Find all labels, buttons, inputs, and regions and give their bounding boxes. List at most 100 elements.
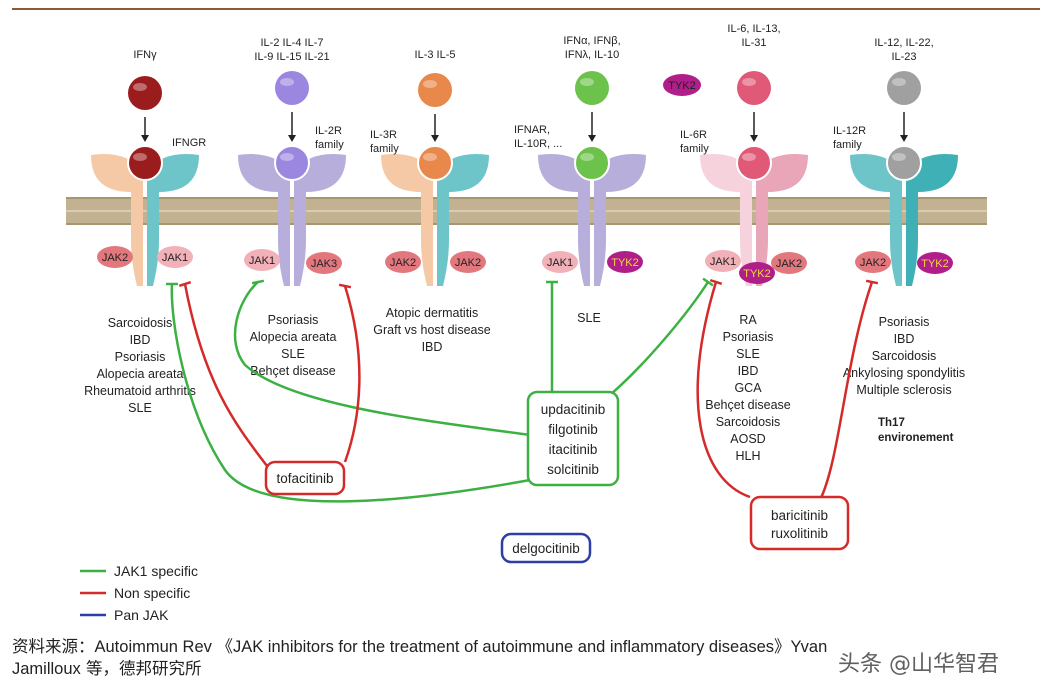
arrow-head (588, 135, 596, 142)
bound-ligand (736, 145, 772, 181)
receptor-chain-left (700, 154, 752, 286)
link-tofacitinib-to-jak1 (178, 281, 271, 471)
ligand-highlight (742, 78, 756, 86)
source-citation: 资料来源：Autoimmun Rev 《JAK inhibitors for t… (12, 636, 1042, 680)
inhibition-bar (251, 279, 265, 285)
ligand-highlight (742, 153, 756, 161)
cell-membrane (66, 197, 987, 225)
jak-label: JAK2 (455, 257, 481, 269)
link-baricitinib-to-jak2 (818, 279, 879, 501)
inhibition-line (818, 281, 874, 501)
ligand-label: IFNα, IFNβ,IFNλ, IL-10 (563, 35, 620, 61)
inhibition-line (183, 283, 271, 471)
drug-box-frame (500, 532, 592, 564)
bound-ligand (886, 145, 922, 181)
jak-label: TYK2 (611, 257, 639, 269)
receptor-chain-right (756, 154, 808, 286)
legend-item: JAK1 specific (80, 563, 198, 579)
ligand-highlight (280, 153, 294, 161)
receptor-chain-right (294, 154, 346, 286)
jak-label: JAK1 (249, 255, 275, 267)
source-text: Autoimmun Rev 《JAK inhibitors for the tr… (94, 638, 828, 656)
jak-tyk2 (739, 262, 775, 284)
legend-item: Pan JAK (80, 607, 169, 623)
arrow-head (141, 135, 149, 142)
source-author: Jamilloux (12, 660, 81, 678)
tyk2-label: TYK2 (668, 80, 696, 92)
arrow-head (288, 135, 296, 142)
legend-item: Non specific (80, 585, 190, 601)
inhibition-bar (709, 279, 723, 285)
inhibition-line (233, 281, 531, 437)
ligand-label: IFNγ (133, 49, 157, 61)
bound-ligand (417, 145, 453, 181)
ligand-highlight (133, 83, 147, 91)
ligand-highlight (280, 78, 294, 86)
jak-jak2 (855, 251, 891, 273)
drug-box-frame (749, 495, 850, 551)
receptor-label: IFNAR,IL-10R, ... (514, 124, 562, 150)
receptor-chain-right (437, 154, 489, 286)
free-ligand (737, 71, 771, 105)
ligand-highlight (423, 80, 437, 88)
jak-label: JAK2 (390, 257, 416, 269)
inhibition-line (609, 281, 710, 396)
jak-label: JAK1 (162, 252, 188, 264)
receptor-chain-left (850, 154, 902, 286)
jak-jak2 (385, 251, 421, 273)
receptor-chain-left (381, 154, 433, 286)
jak-label: TYK2 (921, 258, 949, 270)
receptor-chain-left (238, 154, 290, 286)
ligand-label: IL-3 IL-5 (415, 49, 456, 61)
watermark: 头条 @山华智君 (838, 652, 999, 677)
receptor-chain-left (91, 154, 143, 286)
jak-label: JAK2 (776, 258, 802, 270)
ligand-highlight (133, 153, 147, 161)
free-ligand (887, 71, 921, 105)
ligand-highlight (423, 153, 437, 161)
link-jak1-specific-to-receptor5 (609, 277, 714, 396)
legend-label: Pan JAK (114, 607, 169, 623)
jak-jak2 (450, 251, 486, 273)
link-baricitinib-to-jak1 (696, 279, 751, 499)
inhibition-line (170, 283, 531, 503)
legend-label: Non specific (114, 585, 190, 601)
jak-label: JAK2 (102, 252, 128, 264)
jak-jak1 (705, 250, 741, 272)
link-jak1-specific-to-receptor1 (166, 282, 531, 503)
link-jak1-specific-to-receptor2 (233, 279, 531, 437)
ligand-highlight (580, 153, 594, 161)
drug-names: delgocitinib (512, 541, 580, 556)
jak-label: JAK1 (710, 256, 736, 268)
floating-tyk2: TYK2 (663, 74, 701, 96)
source-suffix: 等，德邦研究所 (80, 659, 202, 678)
jak-jak2 (97, 246, 133, 268)
receptor-chain-right (594, 154, 646, 286)
drug-box-delgocitinib: delgocitinib (500, 532, 592, 564)
jak-jak1 (542, 251, 578, 273)
inhibition-bar (702, 277, 714, 287)
link-jak1-specific-to-receptor4 (546, 280, 558, 395)
inhibition-bar (865, 279, 879, 285)
inhibition-bar (338, 283, 352, 289)
arrow-head (750, 135, 758, 142)
receptor-chain-right (906, 154, 958, 286)
tyk2-ellipse (663, 74, 701, 96)
drug-names: tofacitinib (276, 471, 333, 486)
ligand-label: IL-12, IL-22,IL-23 (874, 37, 933, 63)
